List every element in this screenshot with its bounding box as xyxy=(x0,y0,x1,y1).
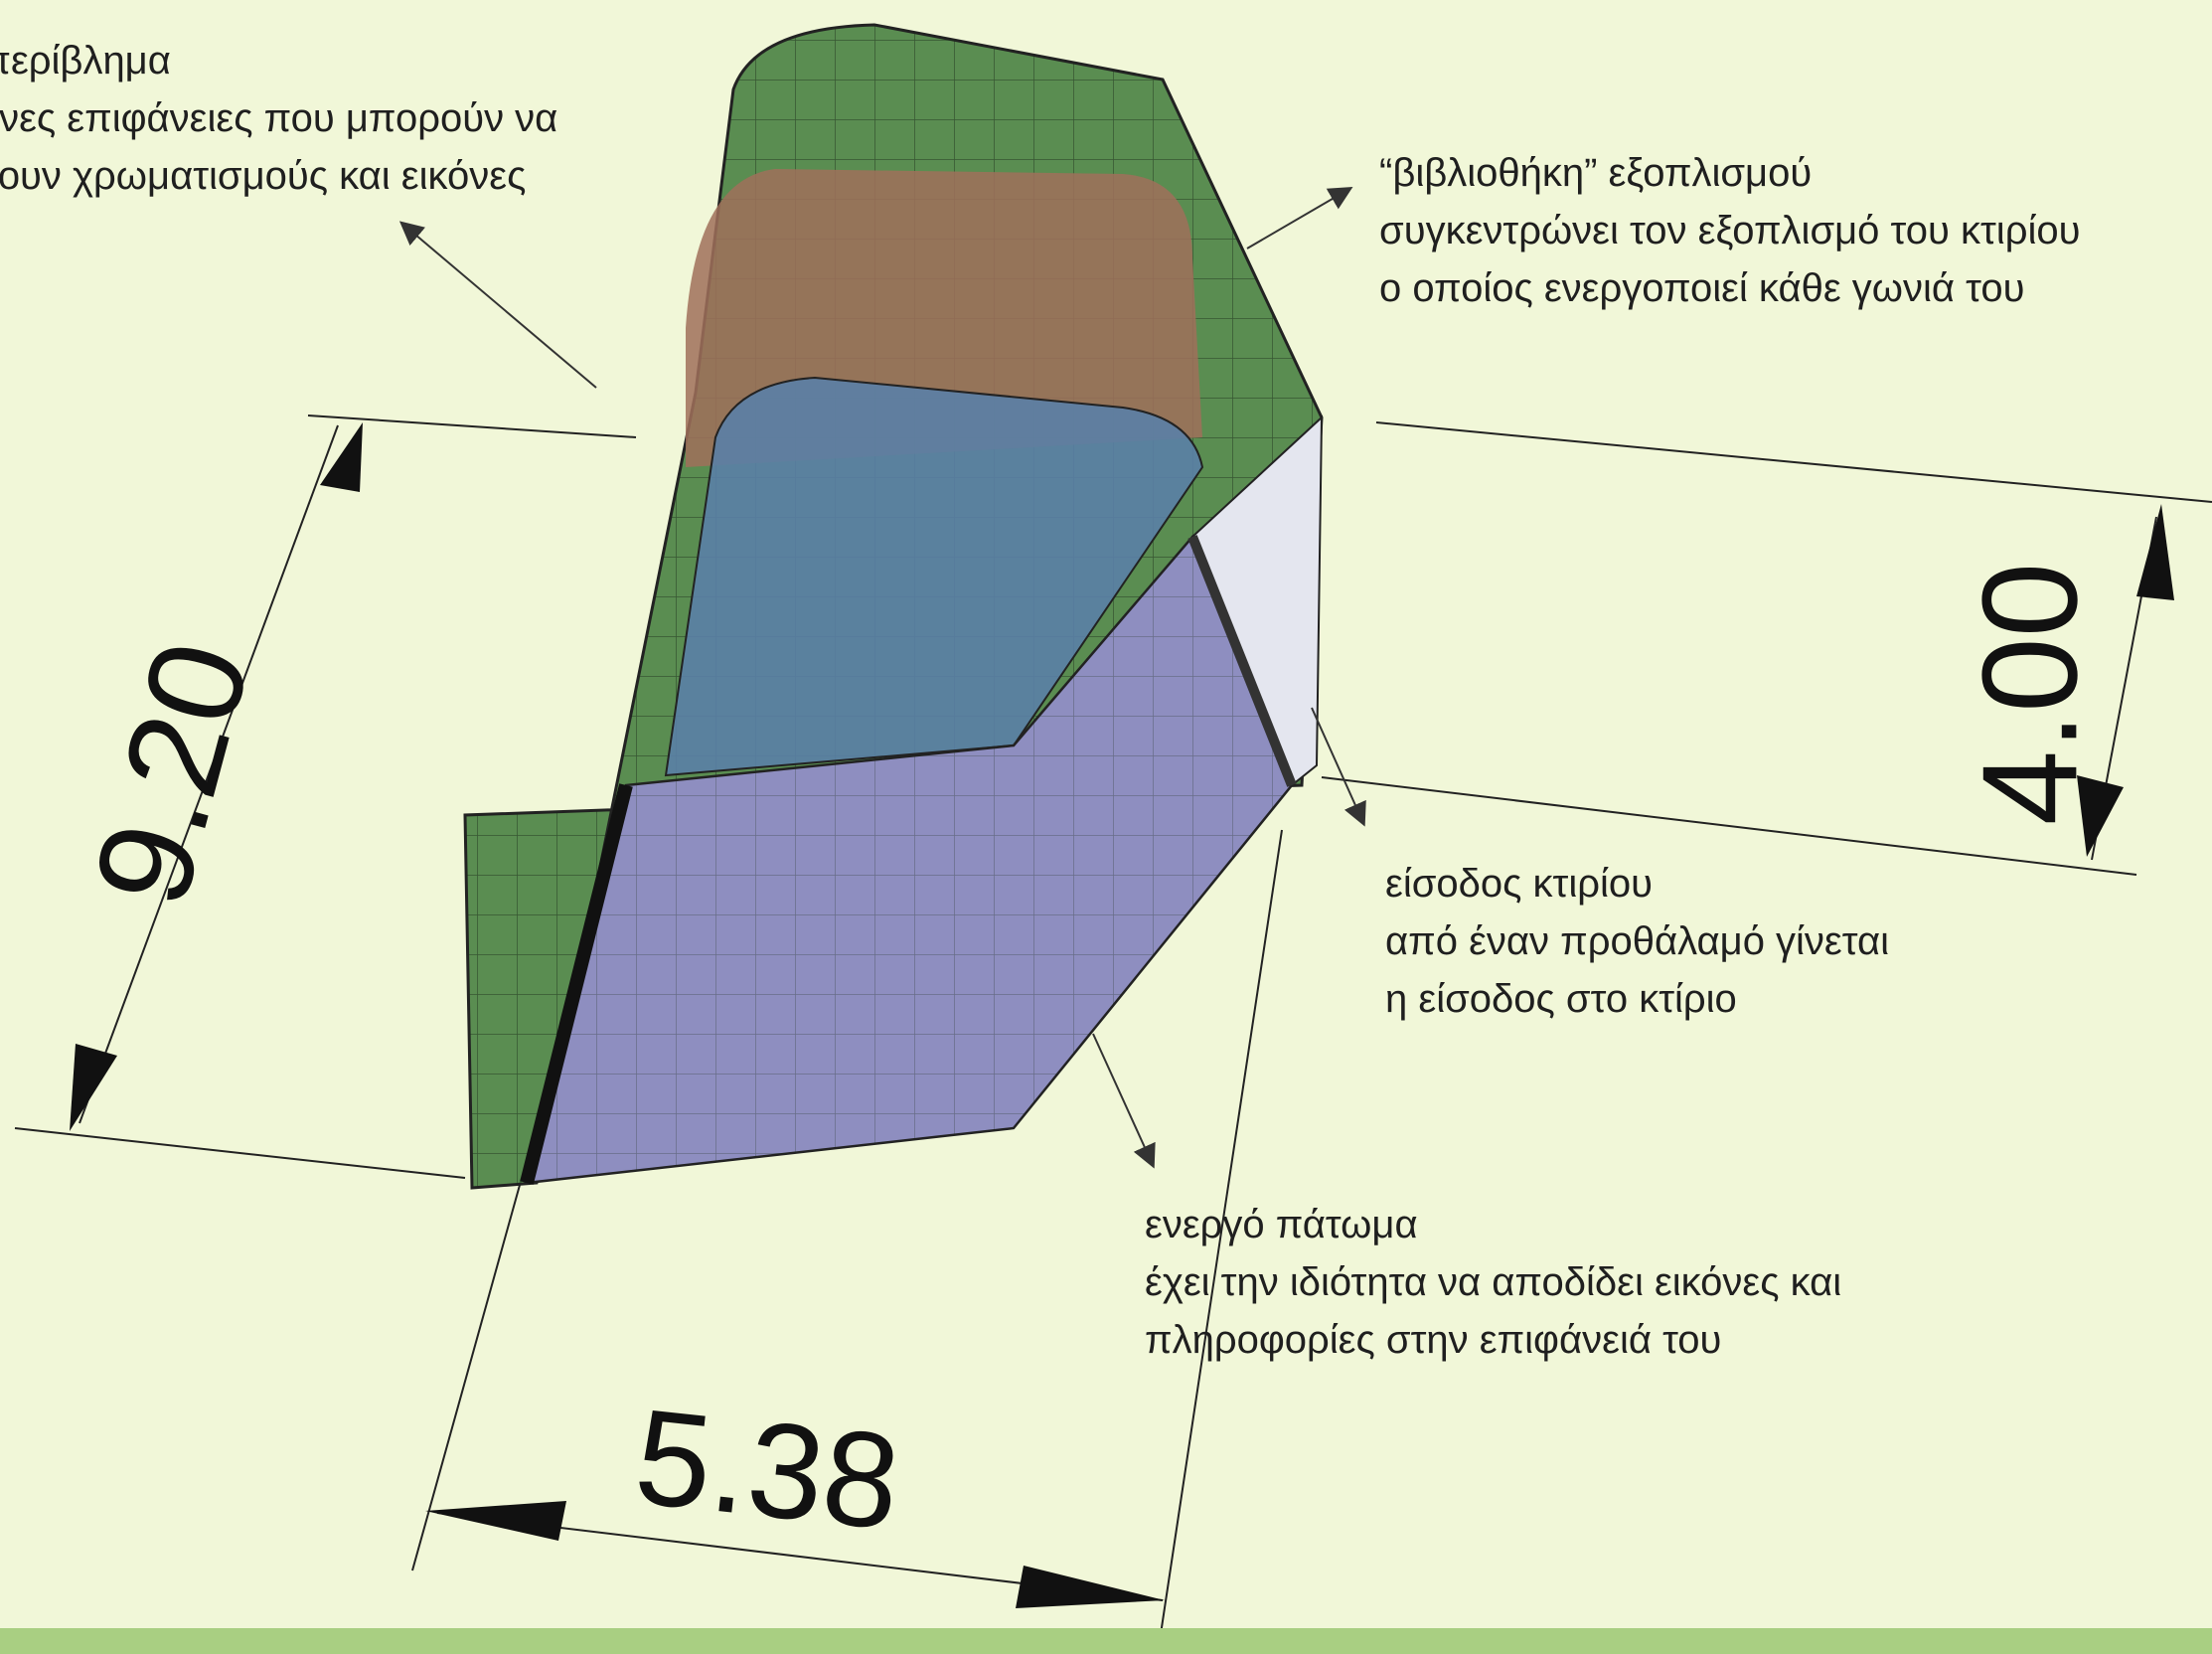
building-model xyxy=(463,23,1324,1190)
floor-annotation: ενεργό πάτωμα έχει την ιδιότητα να αποδί… xyxy=(1145,1196,1841,1369)
annotation-line: ό περίβλημα xyxy=(0,39,171,83)
dimension-arrowheads xyxy=(70,422,2174,1608)
annotation-line: η είσοδος στο κτίριο xyxy=(1385,977,1737,1021)
annotation-line: πληροφορίες στην επιφάνειά του xyxy=(1145,1318,1722,1362)
dimension-width: 5.38 xyxy=(628,1380,906,1559)
annotation-line: άσουν χρωματισμούς και εικόνες xyxy=(0,154,527,198)
annotation-line: “βιβλιοθήκη” εξοπλισμού xyxy=(1379,151,1813,195)
annotation-line: φανες επιφάνειες που μπορούν να xyxy=(0,96,558,140)
leader-arrows xyxy=(398,186,1366,1169)
floor-inner xyxy=(664,376,1204,777)
annotation-line: ο οποίος ενεργοποιεί κάθε γωνιά του xyxy=(1379,266,2025,310)
annotation-line: από έναν προθάλαμό γίνεται xyxy=(1385,919,1890,963)
entrance-annotation: είσοδος κτιρίου από έναν προθάλαμό γίνετ… xyxy=(1385,855,1889,1028)
annotation-line: ενεργό πάτωμα xyxy=(1145,1203,1418,1246)
annotation-line: είσοδος κτιρίου xyxy=(1385,862,1654,906)
annotation-line: έχει την ιδιότητα να αποδίδει εικόνες κα… xyxy=(1145,1260,1842,1304)
annotation-line: συγκεντρώνει τον εξοπλισμό του κτιρίου xyxy=(1379,209,2081,252)
dimension-height: 4.00 xyxy=(1954,562,2106,826)
library-annotation: “βιβλιοθήκη” εξοπλισμού συγκεντρώνει τον… xyxy=(1379,144,2080,317)
ground-strip xyxy=(0,1628,2212,1654)
envelope-annotation: ό περίβλημα φανες επιφάνειες που μπορούν… xyxy=(0,32,557,205)
